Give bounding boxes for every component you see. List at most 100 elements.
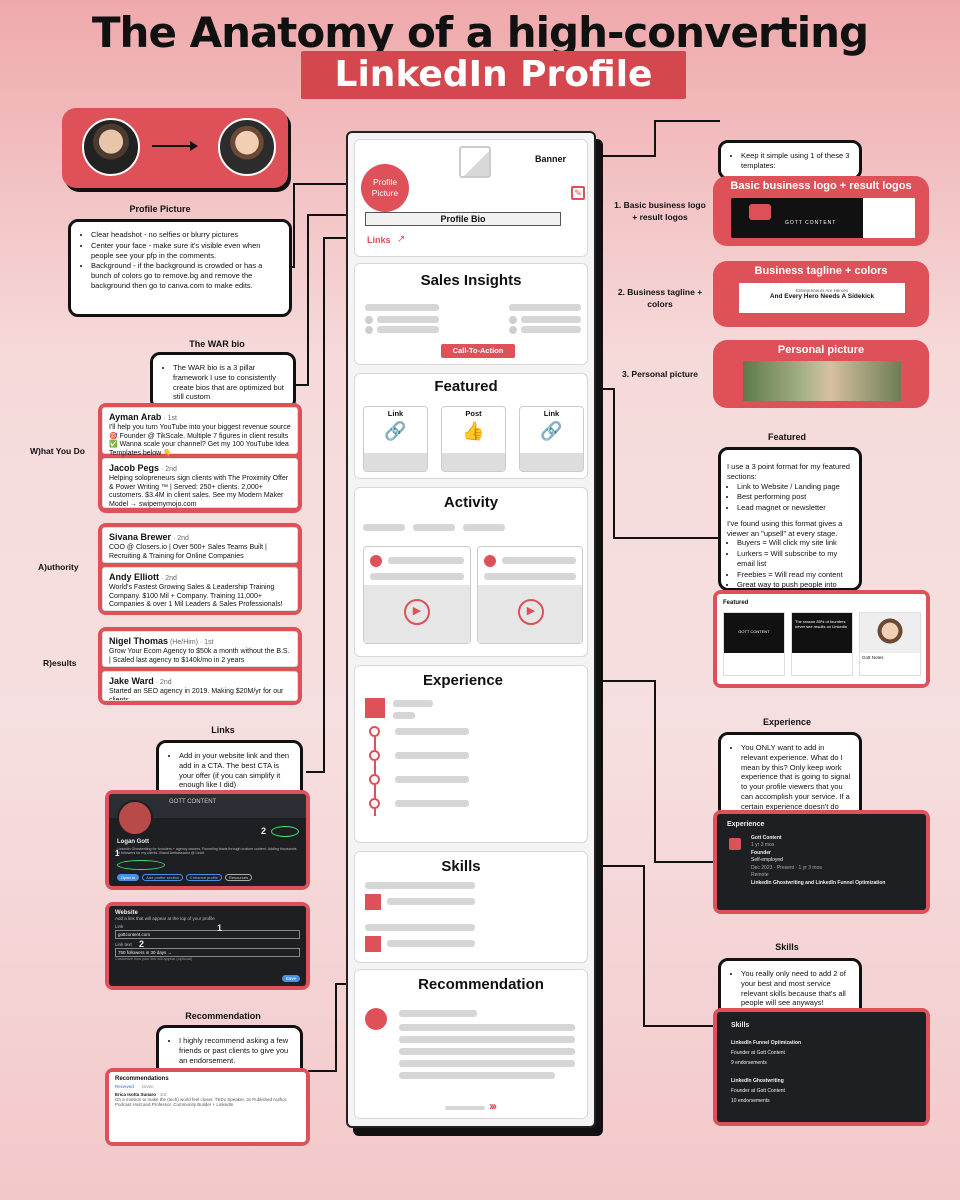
pfp-tip: Background - if the background is crowde… — [91, 261, 281, 290]
example-profile: Nigel Thomas (He/Him) · 1st Grow Your Ec… — [102, 631, 298, 667]
w-label: W)hat You Do — [30, 446, 85, 456]
war-bio-label: The WAR bio — [189, 339, 245, 349]
skills-section: Skills — [354, 851, 588, 963]
thumbs-up-icon: 👍 — [462, 421, 485, 441]
links-text: Add in your website link and then add in… — [179, 751, 292, 790]
external-link-icon: ↗ — [397, 234, 406, 245]
activity-title: Activity — [443, 494, 499, 511]
website-title: Website — [115, 910, 138, 916]
r-label: R)esults — [43, 658, 77, 668]
template-2-label: 2. Business tagline + colors — [617, 287, 703, 309]
tab-received[interactable]: Received — [115, 1084, 134, 1089]
featured-screenshot: Featured GOTT CONTENT The reason 85% of … — [713, 590, 930, 688]
results-examples: Nigel Thomas (He/Him) · 1st Grow Your Ec… — [98, 627, 302, 705]
recommendation-text: I highly recommend asking a few friends … — [179, 1036, 292, 1065]
experience-card: You ONLY want to add in relevant experie… — [718, 732, 862, 830]
recommendation-title: Recommendation — [418, 976, 544, 993]
marker-1: 1 — [115, 849, 120, 858]
resources-button[interactable]: Resources — [224, 874, 253, 881]
links-label: Links — [211, 725, 235, 735]
profile-name: Logan Gott — [117, 839, 149, 845]
enhance-button[interactable]: Enhance profile — [186, 874, 222, 881]
war-bio-text: The WAR bio is a 3 pillar framework I us… — [173, 363, 285, 402]
template-3-label: 3. Personal picture — [621, 369, 699, 379]
profile-picture-card: Clear headshot - no selfies or blurry pi… — [68, 219, 292, 317]
page-title: The Anatomy of a high-converting — [91, 8, 869, 57]
featured-card-text: I use a 3 point format for my featured s… — [718, 447, 862, 599]
featured-title: Featured — [434, 378, 498, 395]
template-3: Personal picture — [713, 340, 929, 408]
banner-templates-card: Keep it simple using 1 of these 3 templa… — [718, 140, 862, 180]
featured-card[interactable]: Link 🔗 — [363, 406, 428, 472]
activity-post[interactable]: ▶ — [363, 546, 471, 644]
marker-2: 2 — [261, 826, 267, 836]
links-screenshot: GOTT CONTENT Logan Gott LinkedIn Ghostwr… — [105, 790, 310, 890]
play-icon: ▶ — [518, 599, 544, 625]
avatar — [117, 800, 153, 836]
profile-headline: LinkedIn Ghostwriting for founders + age… — [117, 847, 297, 856]
activity-section: Activity ▶ ▶ — [354, 487, 588, 657]
sales-insights-title: Sales Insights — [420, 272, 522, 289]
arrow-right-icon — [152, 145, 192, 147]
recommendation-label: Recommendation — [185, 1011, 261, 1021]
template-2: Business tagline + colors Entrepreneurs … — [713, 261, 929, 327]
featured-label: Featured — [767, 432, 806, 442]
open-to-button[interactable]: Open to — [117, 874, 140, 881]
featured-card[interactable]: Link 🔗 — [519, 406, 584, 472]
featured-card[interactable]: Post 👍 — [441, 406, 506, 472]
url-field[interactable]: gottcontent.com — [115, 930, 300, 939]
link-icon: 🔗 — [540, 421, 563, 441]
pfp-tip: Clear headshot - no selfies or blurry pi… — [91, 230, 281, 240]
blurry-photo — [82, 118, 140, 176]
example-profile: Andy Elliott · 2nd World's Fastest Growi… — [102, 567, 298, 611]
template-1: Basic business logo + result logos GOTT … — [713, 176, 929, 246]
profile-picture-circle: Profile Picture — [361, 164, 409, 212]
example-profile: Sivana Brewer · 2nd COO @ Closers.io | O… — [102, 527, 298, 563]
experience-label: Experience — [762, 717, 812, 727]
edit-icon[interactable]: ✎ — [571, 186, 585, 200]
profile-bio-box: Profile Bio — [365, 212, 561, 226]
cta-button[interactable]: Call-To-Action — [441, 344, 515, 358]
company-banner-text: GOTT CONTENT — [169, 799, 217, 805]
chevrons-right-icon: ››› — [489, 1099, 497, 1113]
save-button[interactable]: Save — [281, 975, 300, 982]
skills-label: Skills — [775, 942, 799, 952]
highlight-circle — [117, 860, 165, 870]
link-text-field[interactable]: 750 followers in 30 days → — [115, 948, 300, 957]
pfp-tip: Center your face - make sure it's visibl… — [91, 241, 281, 261]
activity-post[interactable]: ▶ — [477, 546, 583, 644]
experience-title: Experience — [422, 672, 504, 689]
war-bio-card: The WAR bio is a 3 pillar framework I us… — [150, 352, 296, 410]
authority-examples: Sivana Brewer · 2nd COO @ Closers.io | O… — [98, 523, 302, 615]
skills-screenshot: Skills LinkedIn Funnel Optimization Foun… — [713, 1008, 930, 1126]
link-icon: 🔗 — [384, 421, 407, 441]
website-screenshot: Website Add a link that will appear at t… — [105, 902, 310, 990]
example-profile: Jake Ward · 2nd Started an SEO agency in… — [102, 671, 298, 701]
example-profile: Ayman Arab · 1st I'll help you turn YouT… — [102, 407, 298, 457]
image-placeholder-icon — [459, 146, 491, 178]
header-section: Banner Profile Picture ✎ Profile Bio Lin… — [354, 139, 588, 257]
page-subtitle: LinkedIn Profile — [301, 51, 686, 99]
experience-screenshot: Experience Gott Content 1 yr 3 mos Found… — [713, 810, 930, 914]
a-label: A)uthority — [38, 562, 79, 572]
skills-title: Skills — [441, 858, 481, 875]
play-icon: ▶ — [404, 599, 430, 625]
links-label[interactable]: Links — [367, 235, 391, 245]
profile-picture-label: Profile Picture — [129, 204, 191, 214]
featured-section: Featured Link 🔗 Post 👍 Link 🔗 — [354, 373, 588, 479]
marker-2: 2 — [139, 939, 145, 949]
tab-given[interactable]: Given — [141, 1084, 154, 1089]
experience-section: Experience — [354, 665, 588, 843]
pfp-comparison — [62, 108, 288, 188]
recommendation-section: Recommendation ››› — [354, 969, 588, 1119]
sales-insights-section: Sales Insights Call-To-Action — [354, 263, 588, 365]
profile-mockup: Banner Profile Picture ✎ Profile Bio Lin… — [346, 131, 596, 1128]
marker-1: 1 — [217, 923, 223, 933]
banner-label: Banner — [535, 154, 567, 164]
add-section-button[interactable]: Add profile section — [142, 874, 184, 881]
template-1-label: 1. Basic business logo + result logos — [614, 200, 706, 222]
clear-headshot-photo — [218, 118, 276, 176]
personal-photo — [743, 361, 901, 401]
what-you-do-examples: Ayman Arab · 1st I'll help you turn YouT… — [98, 403, 302, 513]
